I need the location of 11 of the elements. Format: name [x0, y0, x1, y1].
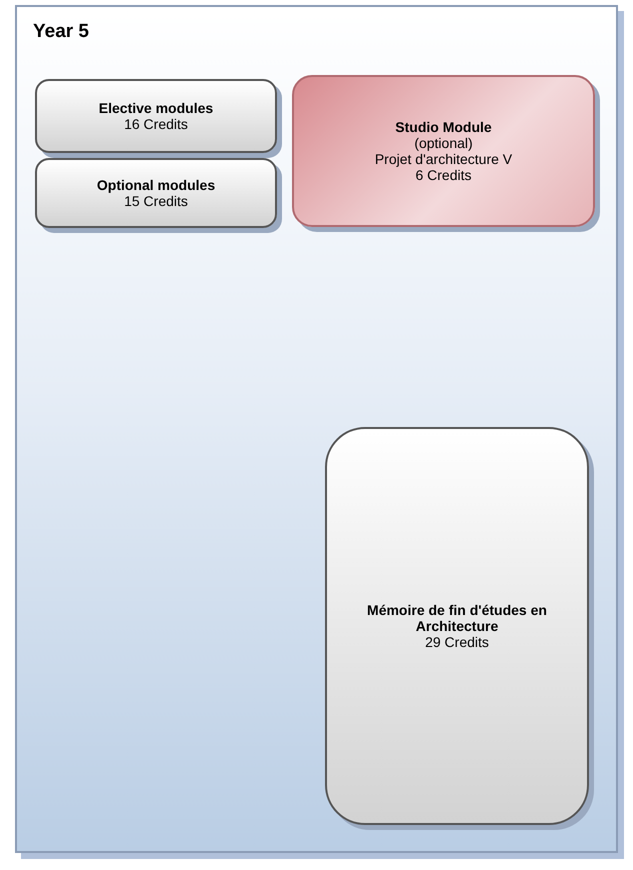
module-detail: (optional)	[414, 135, 473, 151]
panel-title: Year 5	[33, 21, 89, 43]
module-detail: Projet d'architecture V	[374, 151, 512, 167]
module-title: Elective modules	[98, 100, 214, 116]
module-title: Mémoire de fin d'études en Architecture	[366, 602, 548, 634]
module-detail: 6 Credits	[415, 167, 472, 183]
module-title: Optional modules	[96, 177, 216, 193]
module-detail: 15 Credits	[124, 193, 188, 209]
module-detail: 16 Credits	[124, 116, 188, 132]
module-title: Studio Module	[395, 119, 492, 135]
module-detail: 29 Credits	[425, 634, 489, 650]
